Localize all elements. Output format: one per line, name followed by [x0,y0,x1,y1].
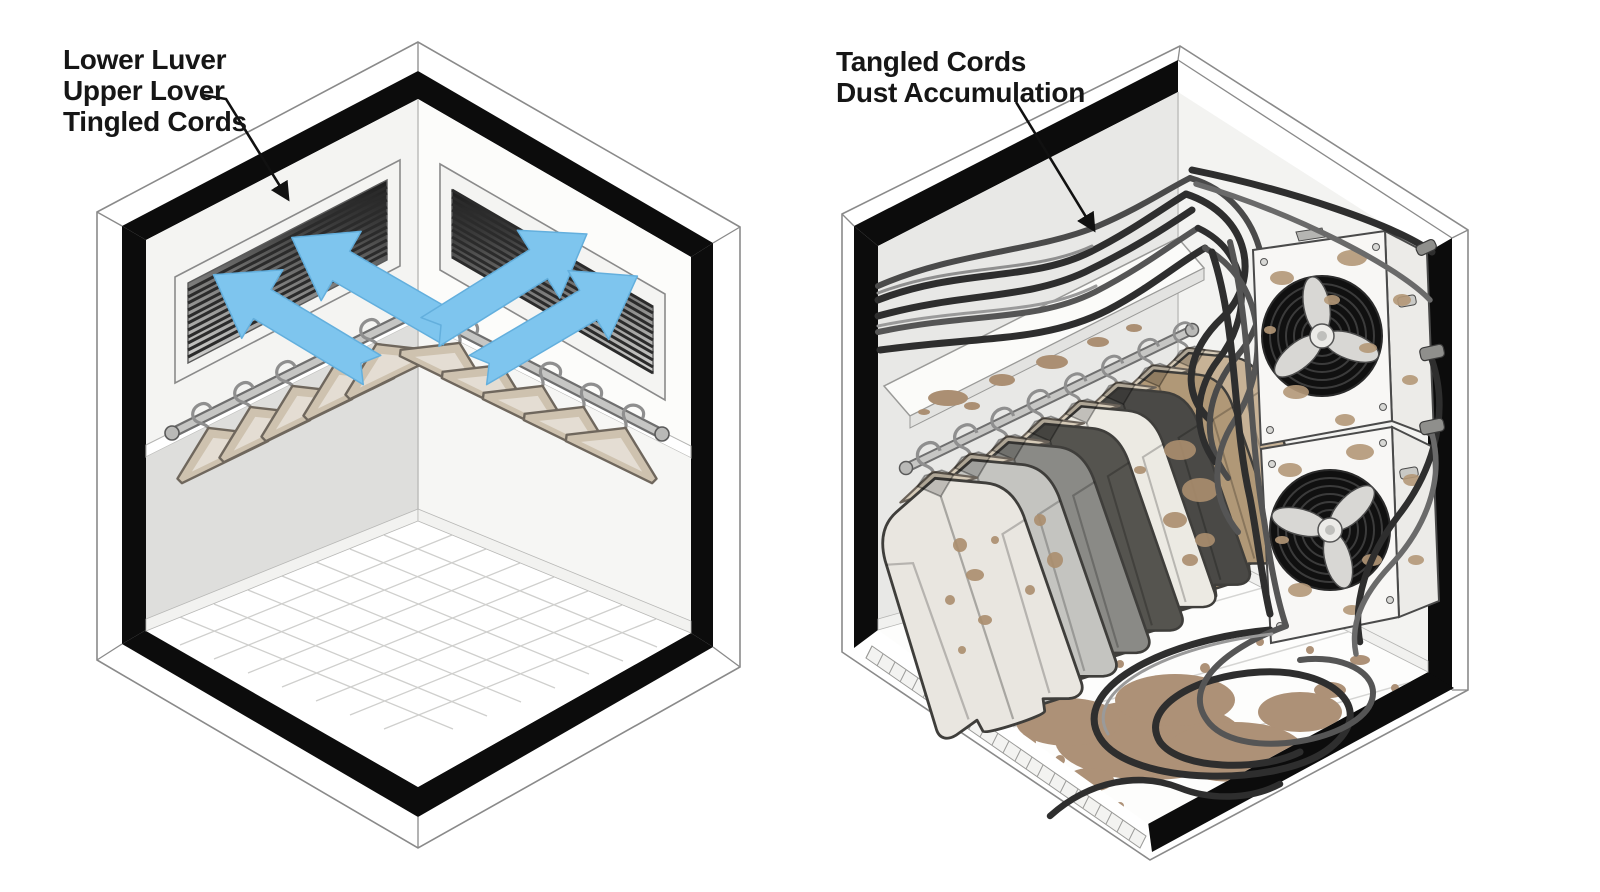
tiled-floor [146,521,691,787]
fan-grille [1261,275,1383,397]
garment-stains [945,440,1218,654]
left-room-black-frame [122,71,713,817]
right-room [841,45,1469,861]
cord-connectors [1415,238,1446,436]
left-room [96,41,741,849]
fan-unit-top [1251,227,1436,447]
label-line: Upper Lover [63,75,225,106]
label-line: Lower Luver [63,44,227,75]
right-room-shell-joints [841,45,1469,691]
tangled-cords-front [1046,166,1443,820]
dusty-shelf [882,237,1206,429]
right-label-leader-arrow [1014,101,1096,233]
clothes-rail [898,322,1200,476]
label-line: Tangled Cords [836,46,1027,77]
tangled-cords-top [874,175,1209,354]
fan-blades [1273,276,1380,378]
baseboards [145,508,692,634]
label-line: Dust Accumulation [836,77,1085,108]
shelf-dust-splotches [918,324,1142,415]
fan-unit-bottom [1259,425,1441,645]
label-line: Tingled Cords [63,106,247,137]
left-label-leader-arrow [201,93,290,202]
left-panel-label: Lower Luver Upper Lover Tingled Cords [63,44,247,137]
fan-blades [1271,484,1376,589]
fan-grille [1269,469,1391,591]
left-room-shell-joints [96,42,741,848]
stained-garments [849,302,1320,750]
leader-arrows [201,93,1096,233]
fan-stains [1264,250,1418,426]
floor-tile-grout [179,534,658,730]
right-panel-label: Tangled Cords Dust Accumulation [836,46,1085,108]
